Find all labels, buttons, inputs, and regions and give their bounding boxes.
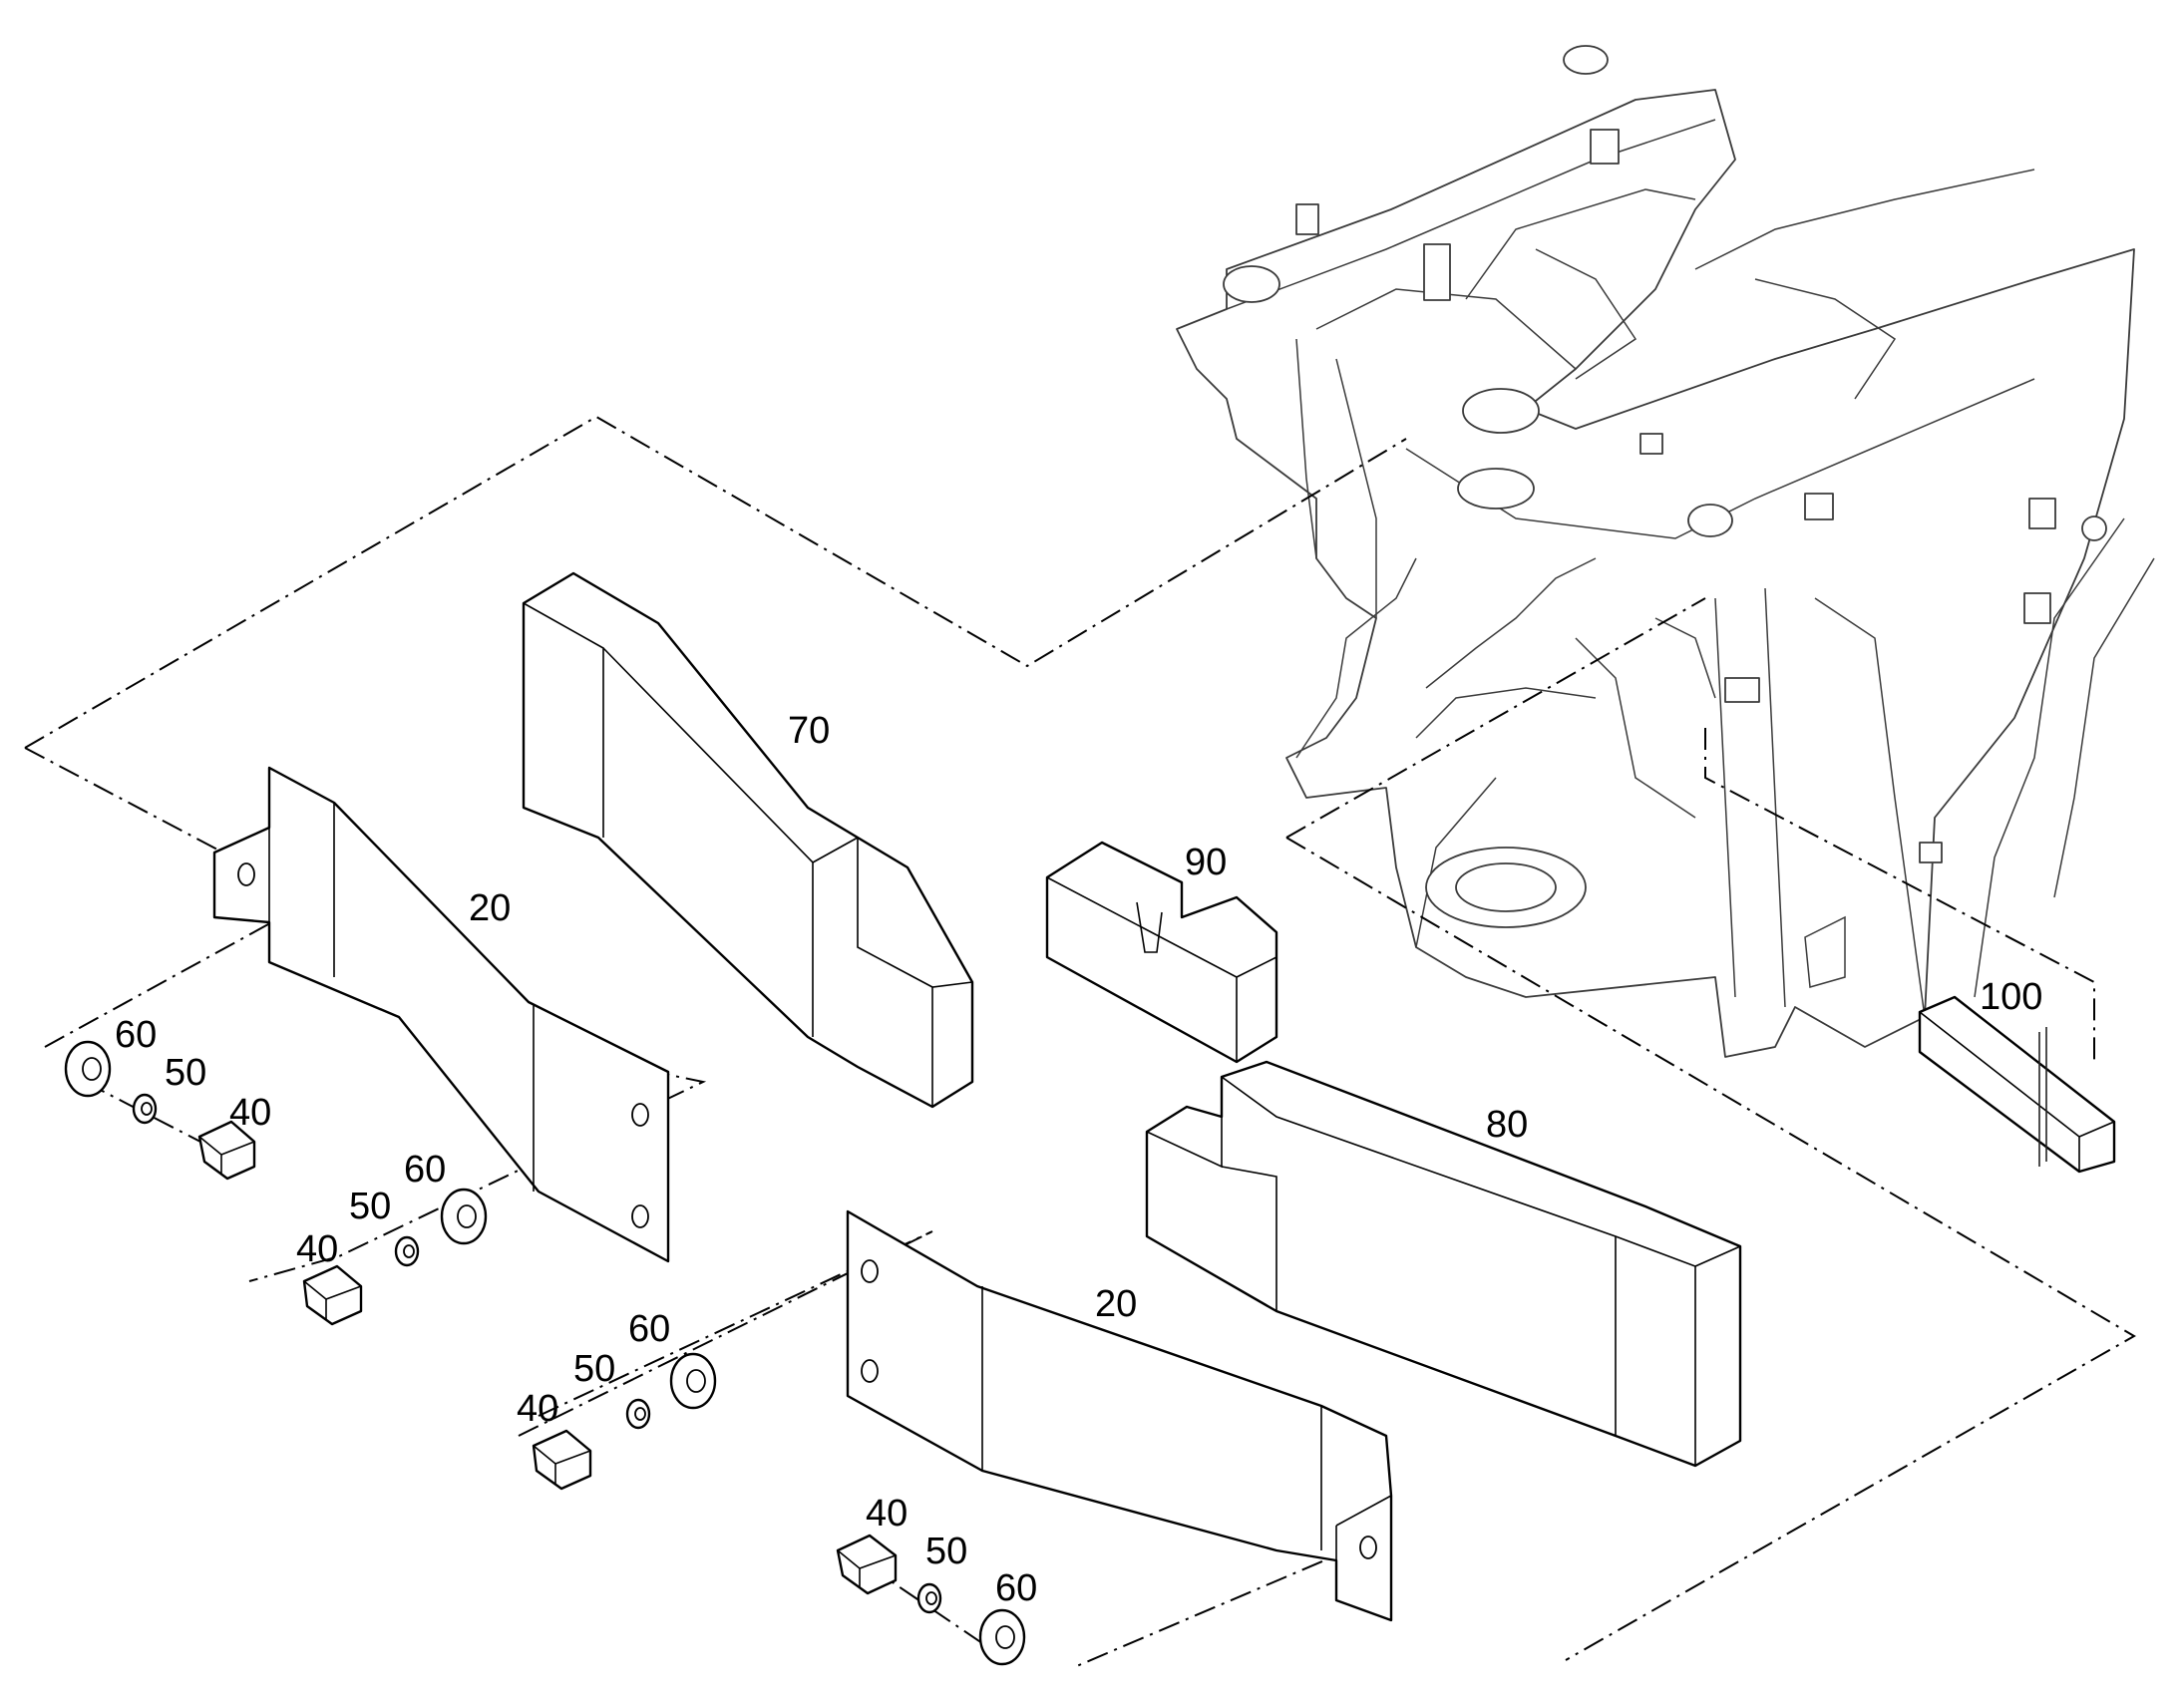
callout-60-b: 60	[404, 1149, 446, 1191]
part-90-block	[1045, 841, 1278, 1064]
callout-40-a: 40	[229, 1092, 271, 1134]
callout-100: 100	[1980, 976, 2042, 1018]
bolt-40-c	[532, 1429, 592, 1491]
callout-20-upper: 20	[469, 887, 511, 929]
bolt-40-a	[197, 1120, 256, 1181]
bolt-40-d	[836, 1534, 898, 1595]
part-100-bar	[1918, 995, 2116, 1174]
callout-70: 70	[788, 710, 830, 752]
hardware-set-c	[532, 1352, 717, 1491]
callout-40-c: 40	[517, 1388, 558, 1430]
callout-60-c: 60	[628, 1308, 670, 1350]
part-20-cover-plate-lower	[846, 1209, 1393, 1622]
callout-50-a: 50	[165, 1052, 206, 1094]
callout-90: 90	[1185, 842, 1227, 883]
callout-50-c: 50	[573, 1348, 615, 1390]
part-80-counterweight	[1145, 1060, 1742, 1468]
callout-60-d: 60	[995, 1567, 1037, 1609]
part-70-counterweight	[522, 571, 974, 1109]
item-callouts: 70 90 100 80 20 20 60 50 40 60 50 40 60 …	[115, 710, 2042, 1609]
callout-80: 80	[1486, 1104, 1528, 1146]
hardware-set-a	[64, 1040, 256, 1181]
bolt-40-b	[302, 1264, 363, 1326]
machine-frame	[1176, 45, 2155, 1058]
callout-40-b: 40	[296, 1228, 338, 1270]
callout-50-d: 50	[925, 1531, 967, 1572]
callout-60-a: 60	[115, 1014, 157, 1056]
part-20-cover-plate-upper	[212, 766, 670, 1263]
callout-50-b: 50	[349, 1186, 391, 1227]
hardware-set-d	[836, 1534, 1026, 1666]
hardware-set-b	[302, 1188, 488, 1326]
callout-20-lower: 20	[1095, 1283, 1137, 1325]
callout-40-d: 40	[866, 1493, 908, 1535]
